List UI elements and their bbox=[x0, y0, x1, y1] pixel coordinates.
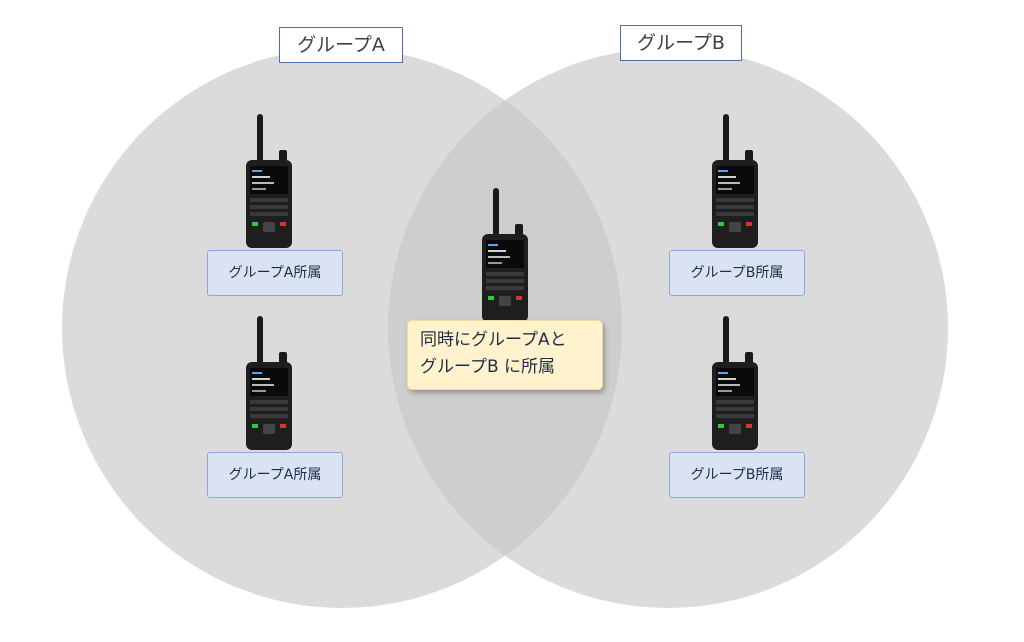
dual-membership-label: 同時にグループAと グループB に所属 bbox=[407, 320, 603, 390]
group-a-title: グループA bbox=[279, 27, 403, 63]
dual-membership-line1: 同時にグループAと bbox=[420, 330, 567, 350]
radio-icon bbox=[702, 312, 766, 452]
group-b-member-label: グループB所属 bbox=[669, 452, 805, 498]
group-a-member-label: グループA所属 bbox=[207, 452, 343, 498]
radio-icon bbox=[236, 110, 300, 250]
group-b-title: グループB bbox=[620, 25, 742, 61]
group-a-member-label: グループA所属 bbox=[207, 250, 343, 296]
radio-icon bbox=[236, 312, 300, 452]
radio-icon bbox=[702, 110, 766, 250]
group-b-circle bbox=[388, 48, 948, 608]
radio-icon bbox=[472, 184, 536, 324]
dual-membership-line2: グループB に所属 bbox=[420, 357, 556, 377]
group-b-member-label: グループB所属 bbox=[669, 250, 805, 296]
